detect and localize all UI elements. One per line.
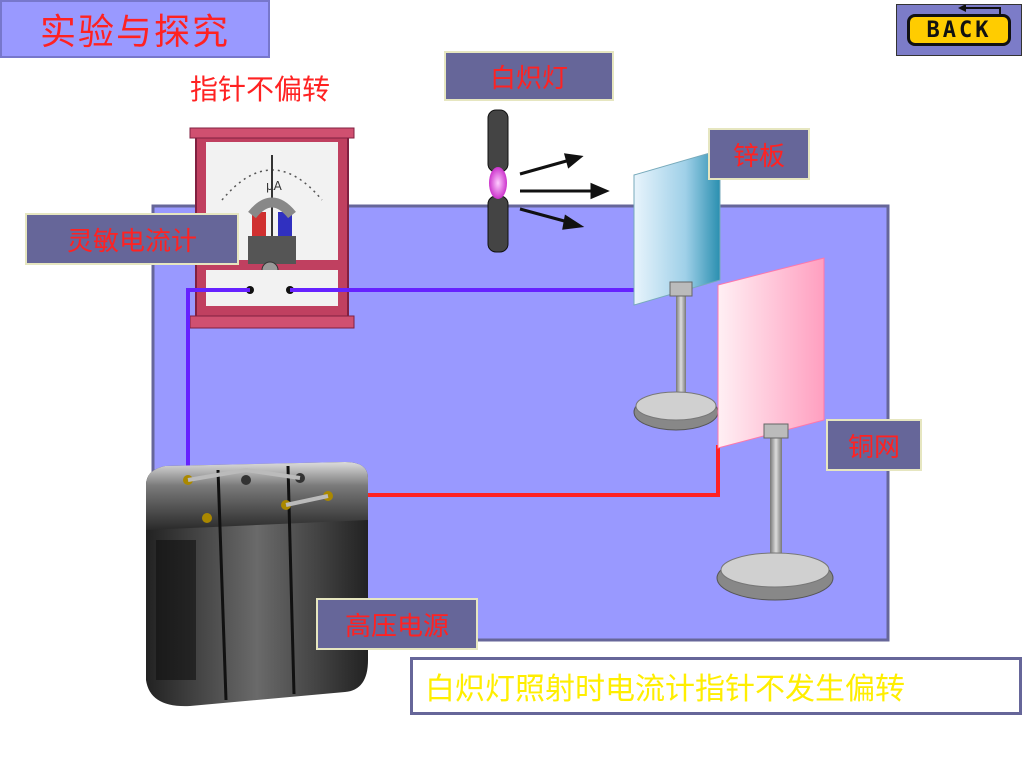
copper-mesh-label: 铜网 bbox=[826, 419, 922, 471]
dial-mark: μA bbox=[266, 179, 283, 193]
wire-blue-left bbox=[186, 288, 250, 480]
lamp-glow bbox=[489, 167, 507, 199]
lamp-label: 白炽灯 bbox=[444, 51, 614, 101]
power-supply-label: 高压电源 bbox=[316, 598, 478, 650]
back-arrow-icon bbox=[958, 5, 1001, 17]
back-button-face: BACK bbox=[907, 5, 1011, 46]
light-arrows bbox=[519, 153, 610, 230]
zinc-plate bbox=[633, 149, 721, 431]
caption-text: 白炽灯照射时电流计指针不发生偏转 bbox=[410, 657, 1022, 715]
lamp-electrode bbox=[487, 109, 509, 253]
copper-mesh bbox=[716, 257, 834, 601]
pointer-status-label: 指针不偏转 bbox=[190, 73, 331, 106]
wire-red bbox=[328, 445, 720, 497]
page-title: 实验与探究 bbox=[0, 0, 270, 58]
power-supply bbox=[146, 462, 368, 707]
galvanometer-label: 灵敏电流计 bbox=[25, 213, 239, 265]
back-button[interactable]: BACK bbox=[896, 4, 1022, 56]
zinc-plate-label: 锌板 bbox=[708, 128, 810, 180]
back-button-label: BACK bbox=[926, 17, 992, 43]
